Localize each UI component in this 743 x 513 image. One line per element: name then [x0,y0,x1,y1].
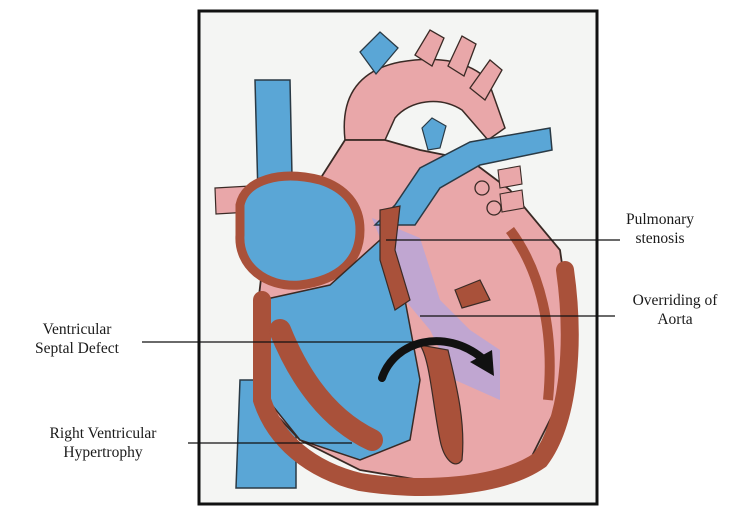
pulmonary-vein-right-2 [500,190,524,212]
label-overriding-aorta-line1: Overriding of [612,291,738,310]
label-ventricular-septal-defect: Ventricular Septal Defect [2,320,152,358]
right-atrium [240,176,360,285]
label-vsd-line1: Ventricular [2,320,152,339]
label-rvh-line1: Right Ventricular [18,424,188,443]
label-overriding-aorta: Overriding of Aorta [612,291,738,329]
label-rvh-line2: Hypertrophy [18,443,188,462]
label-vsd-line2: Septal Defect [2,339,152,358]
label-pulmonary-stenosis-line2: stenosis [600,229,720,248]
label-right-ventricular-hypertrophy: Right Ventricular Hypertrophy [18,424,188,462]
label-overriding-aorta-line2: Aorta [612,310,738,329]
label-pulmonary-stenosis: Pulmonary stenosis [600,210,720,248]
pulmonary-vein-right-1 [498,166,522,188]
label-pulmonary-stenosis-line1: Pulmonary [600,210,720,229]
